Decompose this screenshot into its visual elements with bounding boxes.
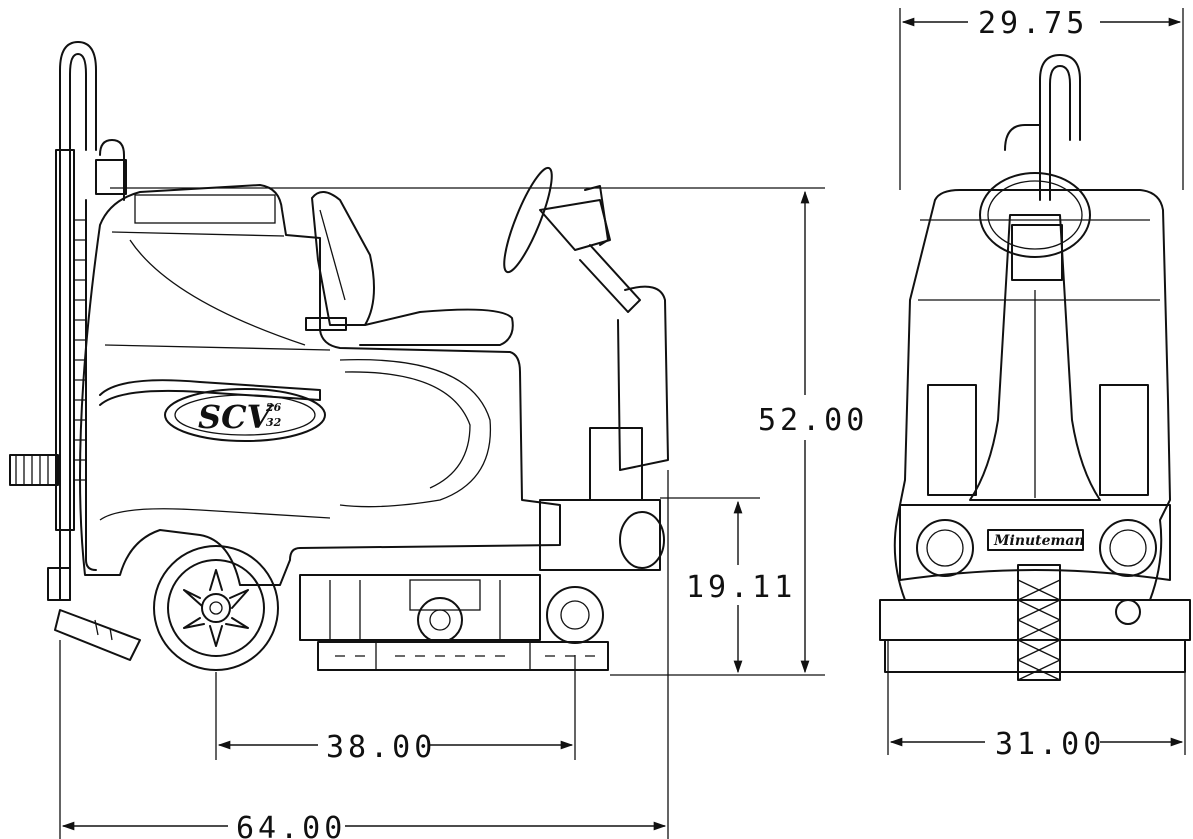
front-view: Minuteman [879, 54, 1191, 681]
dim-deck-height: 19.11 [686, 570, 796, 605]
rear-step [9, 454, 59, 486]
dim-front-width: 31.00 [995, 727, 1105, 762]
dim-rear-width: 29.75 [978, 6, 1088, 41]
rear-squeegee [47, 567, 141, 661]
dim-wheelbase: 38.00 [326, 730, 436, 765]
model-badge: SCV 26 32 [164, 388, 326, 442]
operator-seat [305, 191, 514, 346]
side-view: SCV 26 32 [9, 41, 669, 671]
rear-hose-mast [55, 41, 127, 601]
rear-wheel [153, 545, 279, 671]
dim-overall-height: 52.00 [758, 403, 868, 438]
scrub-deck [299, 499, 665, 671]
model-badge-text: SCV [198, 398, 275, 436]
model-badge-size-bottom: 32 [266, 416, 282, 429]
dimension-lines [59, 8, 1186, 839]
dim-overall-length: 64.00 [236, 811, 346, 839]
recovery-tank-body [79, 184, 561, 586]
maker-badge-text: Minuteman [993, 533, 1085, 549]
model-badge-size-top: 26 [265, 401, 282, 414]
